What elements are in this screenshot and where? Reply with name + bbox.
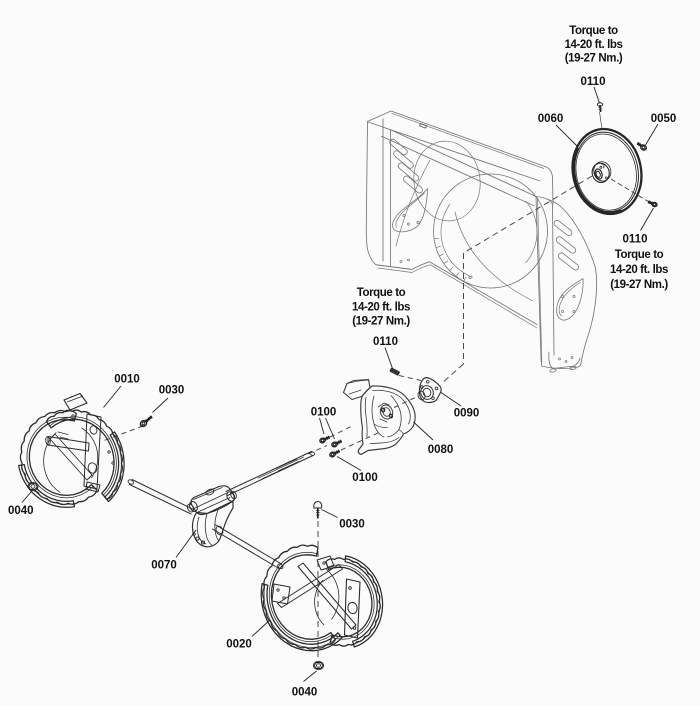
svg-text:0030: 0030 — [339, 519, 365, 531]
svg-text:0020: 0020 — [226, 639, 252, 651]
svg-text:Torque to: Torque to — [569, 25, 618, 37]
svg-text:0040: 0040 — [8, 505, 34, 517]
svg-text:0010: 0010 — [114, 374, 140, 386]
svg-text:0100: 0100 — [311, 407, 337, 419]
svg-text:0060: 0060 — [538, 113, 564, 125]
svg-text:(19-27 Nm.): (19-27 Nm.) — [565, 53, 623, 65]
svg-text:0110: 0110 — [623, 234, 648, 246]
svg-text:(19-27 Nm.): (19-27 Nm.) — [610, 279, 668, 291]
svg-text:Torque to: Torque to — [615, 249, 664, 261]
svg-text:0050: 0050 — [651, 113, 677, 125]
svg-text:0100: 0100 — [352, 472, 378, 484]
svg-text:14-20 ft. lbs: 14-20 ft. lbs — [564, 39, 622, 51]
svg-text:0030: 0030 — [159, 385, 185, 397]
svg-text:0070: 0070 — [151, 560, 177, 572]
svg-text:0110: 0110 — [581, 76, 606, 88]
svg-text:14-20 ft. lbs: 14-20 ft. lbs — [352, 302, 410, 314]
svg-text:0090: 0090 — [454, 408, 480, 420]
svg-text:0080: 0080 — [428, 444, 454, 456]
svg-text:(19-27 Nm.): (19-27 Nm.) — [352, 316, 410, 328]
svg-text:0040: 0040 — [292, 687, 318, 699]
svg-text:14-20 ft. lbs: 14-20 ft. lbs — [610, 264, 668, 276]
svg-text:0110: 0110 — [373, 336, 398, 348]
svg-text:Torque to: Torque to — [357, 287, 406, 299]
